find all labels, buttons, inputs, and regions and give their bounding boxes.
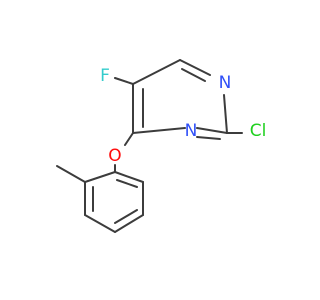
bond-c2-n3 bbox=[196, 127, 228, 134]
bond-c2p-methyl bbox=[56, 165, 86, 183]
atom-chlorine-label: Cl bbox=[250, 121, 267, 141]
bond-c6p-c1p bbox=[114, 171, 144, 183]
bond-c1p-c2p bbox=[84, 171, 116, 183]
bond-c4-o bbox=[124, 132, 134, 146]
bond-n3-c4 bbox=[132, 127, 186, 134]
atom-oxygen-label: O bbox=[108, 146, 121, 166]
atom-fluorine-label: F bbox=[100, 66, 110, 86]
bond-c2-n3-double bbox=[196, 136, 221, 140]
bond-c4p-c5p-double bbox=[114, 209, 138, 224]
bond-c6p-c1p-double bbox=[116, 179, 138, 188]
atom-nitrogen-top-label: N bbox=[219, 73, 232, 93]
bond-c3p-c4p bbox=[84, 214, 116, 233]
bond-n1-c2 bbox=[223, 94, 228, 134]
bond-c6-n1 bbox=[179, 59, 211, 76]
bond-c6-n1-double bbox=[181, 68, 206, 82]
bond-c5-f bbox=[114, 77, 134, 85]
bond-c4p-c5p bbox=[114, 214, 144, 233]
bond-c5-c6 bbox=[132, 59, 181, 85]
molecule-diagram: F N N Cl O bbox=[56, 59, 267, 233]
structure-canvas: F N N Cl O bbox=[56, 59, 267, 233]
atom-nitrogen-bottom-label: N bbox=[185, 121, 198, 141]
